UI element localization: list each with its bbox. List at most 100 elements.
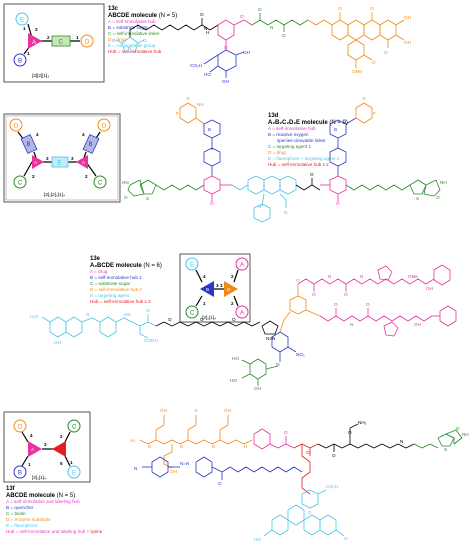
structure-bond xyxy=(317,489,327,495)
label-text: COOH xyxy=(144,338,158,343)
node-b xyxy=(13,53,27,67)
node-a-top xyxy=(235,257,249,271)
structure-bond xyxy=(319,514,337,536)
label-text: O xyxy=(296,278,300,283)
label-text: 4 xyxy=(36,132,39,137)
label-text: E xyxy=(58,161,62,167)
structure-bond xyxy=(151,456,169,478)
label-text: N xyxy=(328,274,331,279)
topology-13c: [3][2][1]₃ xyxy=(32,73,49,78)
label-text: D xyxy=(227,287,231,292)
degree-e: 1 xyxy=(23,26,26,31)
title-13e: A₂BCDE molecule xyxy=(90,263,142,269)
structure-bond xyxy=(395,19,405,26)
structure-bond xyxy=(409,179,427,195)
structure-bond xyxy=(261,320,279,335)
structure-bond xyxy=(301,489,319,509)
label-text: E = fluorophore + targeting agent 2 xyxy=(268,156,340,161)
node-b xyxy=(13,465,27,479)
structure-bond xyxy=(307,19,333,26)
label-text: N xyxy=(148,444,151,449)
legend-13f: A = self-immolative and labeling hub B =… xyxy=(6,499,103,534)
label-text: O xyxy=(200,12,204,17)
degree-a: 3 xyxy=(35,27,38,32)
structure-bond xyxy=(217,49,237,72)
label-text: O xyxy=(308,510,312,515)
label-text: OH xyxy=(243,50,250,55)
structure-bond xyxy=(303,514,321,536)
label-text: C = biotin xyxy=(6,511,26,516)
structure-bond xyxy=(271,514,289,536)
structure-bond xyxy=(347,39,365,61)
label-text: B = self-immolative hub 1 xyxy=(90,275,142,280)
node-e xyxy=(15,12,29,26)
structure-bond xyxy=(21,431,29,443)
label-text: O xyxy=(336,201,340,206)
label-text: N xyxy=(204,26,207,31)
label-text: N=N xyxy=(180,461,189,466)
structure-bond xyxy=(235,51,245,56)
label-text: O xyxy=(306,450,310,455)
label-text: O xyxy=(186,96,190,101)
compound-id-13f: 13f xyxy=(6,486,16,492)
label-text: HN xyxy=(122,180,129,185)
panel-13e: E C B D A A 4 1 3 3 2 2 [3]₂[1]₄ 13e A₂B… xyxy=(30,253,457,391)
label-text: O xyxy=(200,317,204,322)
structure-bond xyxy=(263,175,281,195)
structure-bond xyxy=(195,269,203,283)
structure-bond xyxy=(155,184,205,191)
label-text: N xyxy=(134,466,137,471)
legend-13d: A = self-immolative hub B = reactive oxy… xyxy=(268,126,340,167)
node-c-linker xyxy=(51,35,71,47)
label-text: 2 xyxy=(60,434,63,439)
node-e-label: E xyxy=(20,18,24,24)
structure-bond xyxy=(269,443,295,449)
structure-bond xyxy=(137,39,145,44)
degree-b: 1 xyxy=(27,51,30,56)
structure-bond xyxy=(355,102,373,124)
compound-id-13c: 13c xyxy=(108,6,119,12)
topology-13d: [3]₂[2]₃[1]₄ xyxy=(44,192,65,197)
label-text: N xyxy=(258,204,261,209)
atom-labels-13f: Ac OH O OH OH N N N H O O O NH₂ O N NH S… xyxy=(130,408,469,542)
label-text: O xyxy=(146,308,150,313)
label-text: E = targeting agent xyxy=(90,293,130,298)
label-text: O xyxy=(366,302,370,307)
label-text: C xyxy=(98,181,103,187)
node-c-left xyxy=(13,175,27,189)
node-d-hub xyxy=(224,281,238,297)
label-text: A = self-immolative and labeling hub xyxy=(6,499,80,504)
structure-bond xyxy=(241,373,251,379)
structure-bond xyxy=(217,19,235,41)
label-text: O xyxy=(344,536,348,541)
label-text: N≡N xyxy=(266,336,275,341)
label-text: 3 xyxy=(46,156,49,161)
structure-bond xyxy=(187,415,197,440)
structure-bond xyxy=(329,119,347,139)
structure-bond xyxy=(251,19,309,26)
structure-bond xyxy=(335,529,345,537)
label-text: D xyxy=(14,124,19,130)
structure-bond xyxy=(271,331,289,353)
structure-bond xyxy=(21,455,29,467)
structure-bond xyxy=(195,456,213,478)
structure-bond xyxy=(345,184,411,191)
label-text: OH xyxy=(222,79,229,84)
label-text: OH xyxy=(404,15,411,20)
structure-bond xyxy=(295,184,321,191)
label-text: + xyxy=(87,529,91,534)
label-text: lysine xyxy=(91,529,103,534)
label-text: NH xyxy=(462,432,469,437)
hub-lysine xyxy=(52,441,66,457)
label-text: N xyxy=(212,444,215,449)
label-text: N xyxy=(180,444,183,449)
label-text: B xyxy=(206,287,209,292)
structure-bond xyxy=(263,529,273,537)
structure-bond xyxy=(445,429,463,445)
n-13e: (N = 6) xyxy=(143,263,162,269)
label-text: O xyxy=(348,430,352,435)
label-text: N xyxy=(350,322,353,327)
degree-d: 1 xyxy=(76,35,79,40)
label-text: A xyxy=(31,447,35,452)
structure-bond xyxy=(203,119,221,139)
